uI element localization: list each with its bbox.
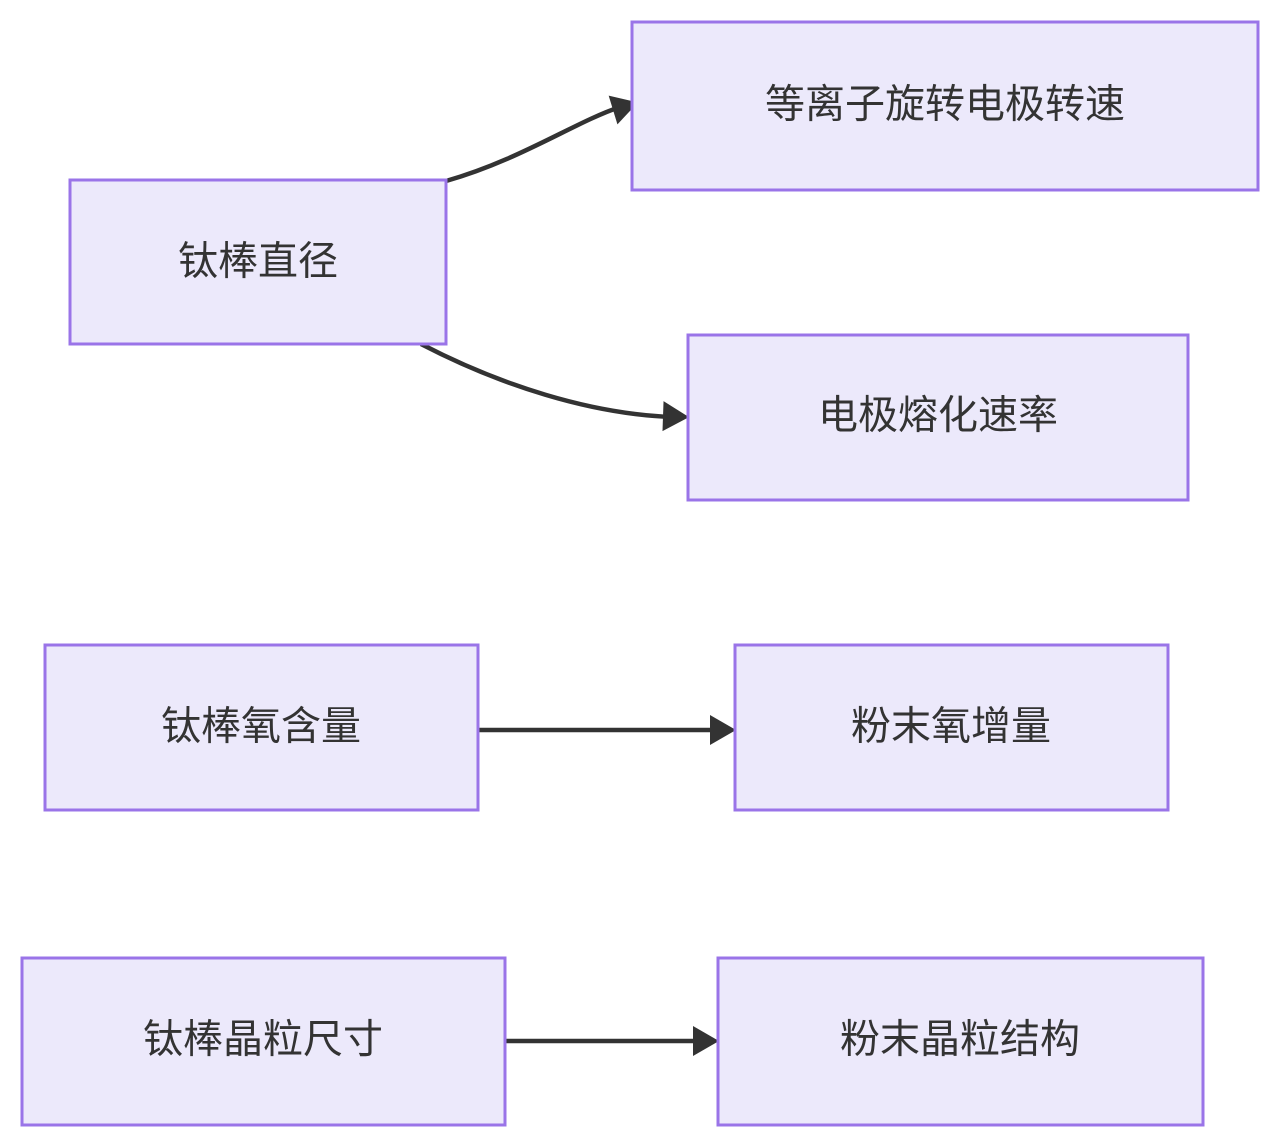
node-box-powder-oxygen-gain[interactable] xyxy=(733,643,1170,812)
node-electrode-melting-rate[interactable]: 电极熔化速率 xyxy=(686,333,1190,502)
arrowhead-icon-3 xyxy=(710,715,736,745)
node-label-electrode-melting-rate: 电极熔化速率 xyxy=(818,394,1058,438)
node-rod-grain-size[interactable]: 钛棒晶粒尺寸 xyxy=(20,956,507,1127)
node-rod-oxygen-content[interactable]: 钛棒氧含量 xyxy=(43,643,480,812)
node-box-plasma-rotating-electrode-speed[interactable] xyxy=(630,20,1260,192)
node-plasma-rotating-electrode-speed[interactable]: 等离子旋转电极转速 xyxy=(630,20,1260,192)
arrowhead-group xyxy=(608,95,736,1056)
node-titanium-rod-diameter[interactable]: 钛棒直径 xyxy=(68,178,448,346)
node-label-titanium-rod-diameter: 钛棒直径 xyxy=(178,240,338,284)
node-box-electrode-melting-rate[interactable] xyxy=(686,333,1190,502)
node-label-powder-grain-structure: 粉末晶粒结构 xyxy=(840,1018,1080,1062)
edge-titanium-rod-diameter-to-electrode-melt-rate xyxy=(419,342,673,420)
node-box-titanium-rod-diameter[interactable] xyxy=(68,178,448,346)
node-powder-grain-structure[interactable]: 粉末晶粒结构 xyxy=(716,956,1205,1127)
node-box-rod-oxygen-content[interactable] xyxy=(43,643,480,812)
node-label-plasma-rotating-electrode-speed: 等离子旋转电极转速 xyxy=(765,83,1125,127)
node-label-rod-grain-size: 钛棒晶粒尺寸 xyxy=(143,1018,383,1062)
node-box-rod-grain-size[interactable] xyxy=(20,956,507,1127)
node-label-rod-oxygen-content: 钛棒氧含量 xyxy=(161,705,361,749)
node-box-powder-grain-structure[interactable] xyxy=(716,956,1205,1127)
arrowhead-icon-2 xyxy=(662,401,689,432)
node-label-powder-oxygen-gain: 粉末氧增量 xyxy=(851,705,1051,749)
edge-titanium-rod-diameter-to-plasma-electrode-speed xyxy=(445,104,621,184)
edge-group xyxy=(419,104,720,1044)
arrowhead-icon-4 xyxy=(693,1026,719,1056)
node-powder-oxygen-gain[interactable]: 粉末氧增量 xyxy=(733,643,1170,812)
